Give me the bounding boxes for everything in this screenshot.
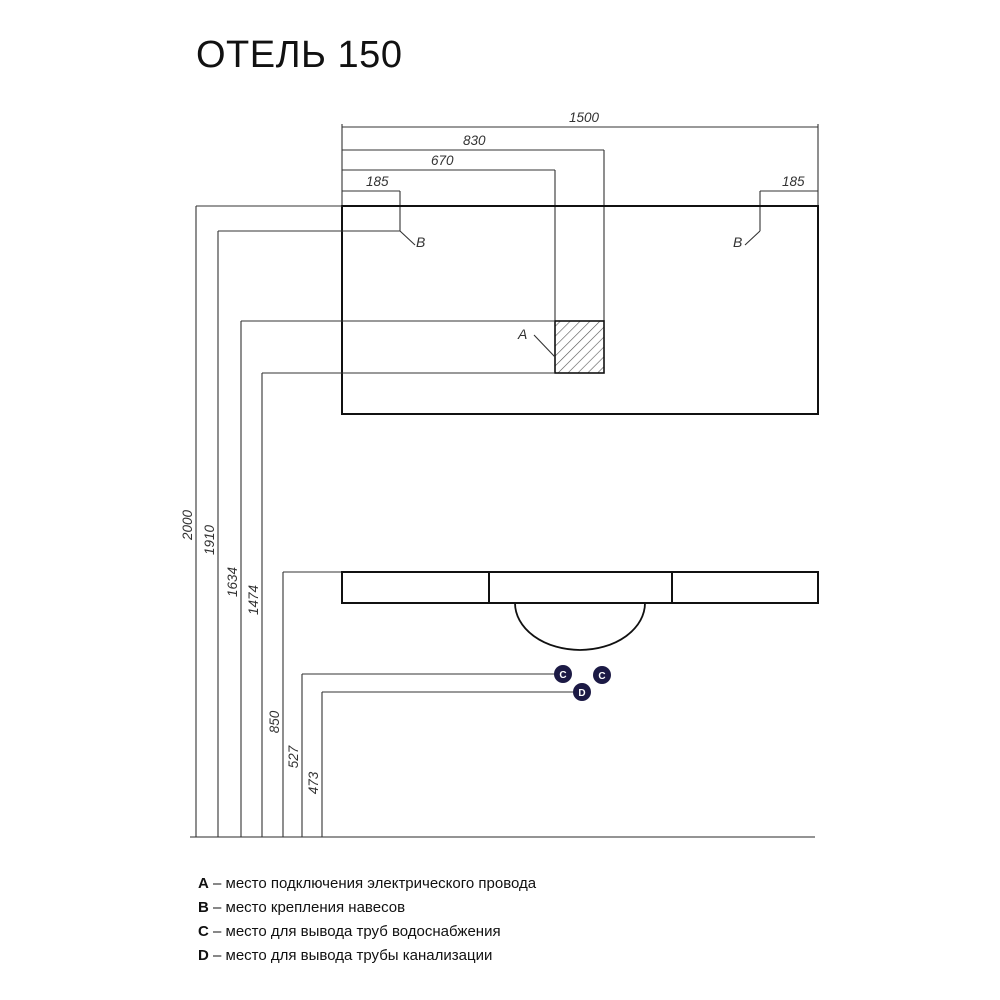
dim-height-850: 850 xyxy=(267,710,282,733)
page-title: ОТЕЛЬ 150 xyxy=(196,34,403,76)
vanity-top xyxy=(341,571,819,604)
water-connection-right-label: C xyxy=(598,671,605,682)
legend-item-a: A – место подключения электрического про… xyxy=(198,875,537,892)
water-connection-left: C xyxy=(554,665,572,683)
legend-item-b: B – место крепления навесов xyxy=(198,899,406,916)
height-dimension-lines xyxy=(195,205,582,837)
water-connection-left-label: C xyxy=(559,670,566,681)
dim-height-1474: 1474 xyxy=(246,585,261,615)
sink-bowl xyxy=(514,602,646,651)
dim-width-830: 830 xyxy=(463,133,486,148)
dim-offset-left: 185 xyxy=(366,174,389,189)
electrical-leader xyxy=(533,334,556,358)
dim-width-670: 670 xyxy=(431,153,454,168)
legend-item-c: C – место для вывода труб водоснабжения xyxy=(198,923,501,940)
dim-height-527: 527 xyxy=(286,745,301,768)
dim-width-total: 1500 xyxy=(569,110,600,125)
drain-connection: D xyxy=(573,683,591,701)
water-connection-right: C xyxy=(593,666,611,684)
electrical-connection-box xyxy=(554,320,605,374)
dim-height-1634: 1634 xyxy=(225,567,240,597)
drain-connection-label: D xyxy=(578,688,585,699)
mount-marker-left: B xyxy=(416,234,425,250)
top-dimensions xyxy=(341,124,819,321)
electrical-marker: A xyxy=(517,326,527,342)
mirror-panel xyxy=(341,205,819,415)
mount-marker-right: B xyxy=(733,234,742,250)
legend: A – место подключения электрического про… xyxy=(198,872,536,968)
legend-item-d: D – место для вывода трубы канализации xyxy=(198,947,493,964)
dim-offset-right: 185 xyxy=(782,174,805,189)
dim-height-1910: 1910 xyxy=(202,524,217,555)
dim-height-2000: 2000 xyxy=(180,509,195,541)
dim-height-473: 473 xyxy=(306,771,321,794)
